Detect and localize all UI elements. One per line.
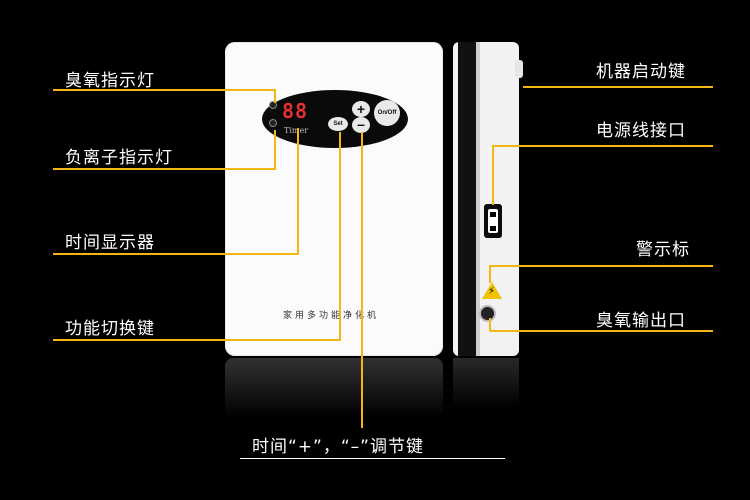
leader-line bbox=[489, 265, 491, 283]
leader-line bbox=[339, 132, 341, 341]
warning-triangle-icon bbox=[482, 282, 502, 299]
side-stripe bbox=[458, 42, 476, 356]
leader-line bbox=[53, 253, 299, 255]
label-ozone-indicator: 臭氧指示灯 bbox=[65, 71, 155, 91]
label-time-adjust: 时间“+”，“–”调节键 bbox=[252, 437, 424, 457]
socket-pin bbox=[490, 226, 496, 231]
leader-line bbox=[489, 318, 491, 331]
lightning-icon: ⚡ bbox=[488, 286, 496, 297]
ozone-indicator-lamp bbox=[269, 101, 277, 109]
leader-line bbox=[53, 89, 275, 91]
leader-line bbox=[490, 265, 713, 267]
power-key-cap[interactable] bbox=[515, 60, 523, 78]
power-socket-inner bbox=[488, 209, 498, 233]
label-warning-sign: 警示标 bbox=[636, 240, 690, 260]
socket-pin bbox=[490, 212, 496, 217]
product-name: 家用多功能净化机 bbox=[283, 311, 380, 321]
label-power-socket: 电源线接口 bbox=[596, 121, 686, 141]
plus-button[interactable]: + bbox=[352, 101, 370, 117]
device-reflection bbox=[225, 358, 443, 418]
leader-line bbox=[361, 132, 363, 428]
leader-line bbox=[297, 128, 299, 255]
ozone-outlet bbox=[479, 305, 496, 322]
leader-line bbox=[493, 145, 713, 147]
side-reflection bbox=[453, 358, 519, 408]
leader-line bbox=[53, 339, 341, 341]
leader-line bbox=[274, 130, 276, 170]
leader-line bbox=[492, 145, 494, 205]
leader-line bbox=[490, 330, 713, 332]
label-function-switch: 功能切换键 bbox=[65, 319, 155, 339]
leader-line bbox=[523, 86, 713, 88]
label-ozone-outlet: 臭氧输出口 bbox=[596, 311, 686, 331]
time-display: 88 bbox=[282, 99, 309, 123]
leader-line bbox=[274, 89, 276, 103]
minus-button[interactable]: – bbox=[352, 117, 370, 133]
side-strip bbox=[476, 42, 480, 356]
onoff-button[interactable]: On/Off bbox=[374, 100, 400, 126]
label-time-display: 时间显示器 bbox=[65, 233, 155, 253]
timer-label: Timer bbox=[284, 126, 308, 135]
label-anion-indicator: 负离子指示灯 bbox=[65, 148, 173, 168]
label-power-button: 机器启动键 bbox=[596, 62, 686, 82]
leader-line bbox=[53, 168, 275, 170]
label-underline bbox=[240, 458, 505, 459]
set-button[interactable]: Set bbox=[328, 117, 348, 131]
anion-indicator-lamp bbox=[269, 119, 277, 127]
